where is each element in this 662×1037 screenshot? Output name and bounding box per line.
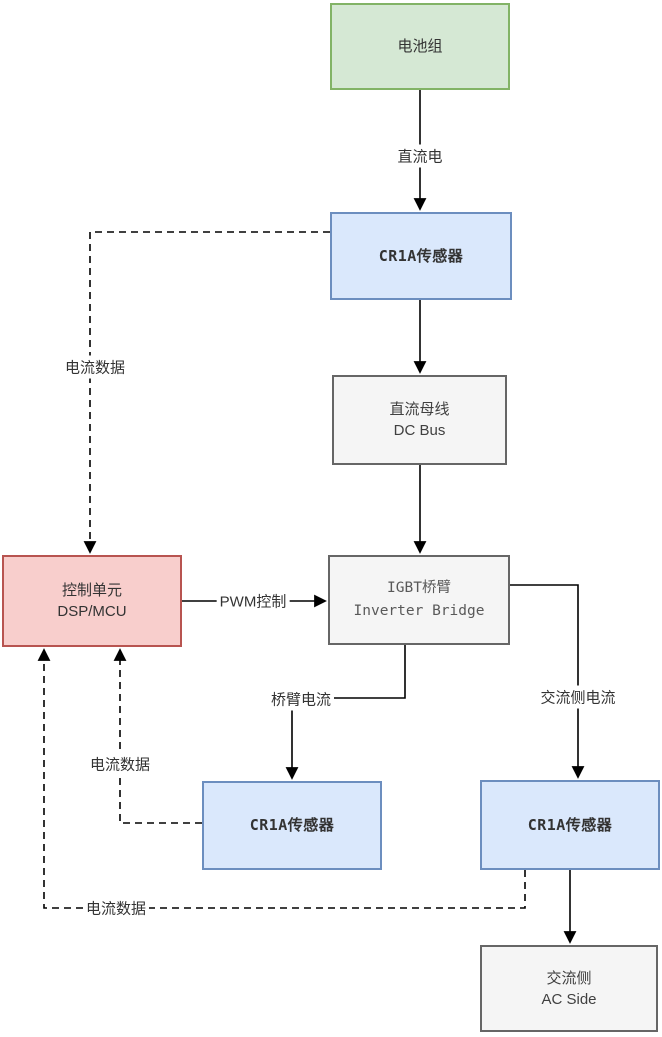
controller-label-cn: 控制单元 (61, 582, 122, 599)
dc-bus-label-cn: 直流母线 (389, 401, 450, 418)
edge-label-bridge-current: 桥臂电流 (267, 687, 335, 711)
sensor-dc-label: CR1A传感器 (378, 246, 464, 265)
edge-label-ac-side-current: 交流侧电流 (537, 685, 619, 709)
ac-side-label-cn: 交流侧 (546, 969, 592, 987)
edge-sensor-ac-data-to-controller (37, 648, 526, 909)
inverter-bridge-node: IGBT桥臂 Inverter Bridge (328, 555, 510, 645)
ac-side-label-en: AC Side (541, 990, 597, 1008)
battery-label: 电池组 (397, 38, 443, 55)
sensor-dc-node: CR1A传感器 (330, 212, 512, 300)
dc-bus-node: 直流母线 DC Bus (332, 375, 507, 465)
edge-sensor-dc-data-to-controller (83, 231, 330, 554)
dc-bus-label-en: DC Bus (393, 422, 446, 439)
ac-side-node: 交流侧 AC Side (480, 945, 658, 1032)
edge-sensor-bridge-data-to-controller (113, 648, 202, 824)
edge-label-dc-power: 直流电 (394, 144, 446, 168)
edge-inverter-to-sensor-bridge (285, 645, 406, 780)
sensor-bridge-label: CR1A传感器 (249, 816, 335, 834)
controller-node: 控制单元 DSP/MCU (2, 555, 182, 647)
inverter-label-cn: IGBT桥臂 (387, 580, 451, 596)
sensor-ac-label: CR1A传感器 (527, 815, 613, 834)
edge-label-current-data-dc: 电流数据 (61, 355, 129, 379)
sensor-bridge-node: CR1A传感器 (202, 781, 382, 870)
edge-label-current-data-bridge: 电流数据 (86, 752, 154, 776)
edge-label-current-data-ac: 电流数据 (82, 896, 150, 920)
controller-label-en: DSP/MCU (57, 603, 127, 620)
inverter-label-en: Inverter Bridge (353, 603, 485, 619)
edge-label-pwm-control: PWM控制 (216, 589, 290, 613)
sensor-ac-node: CR1A传感器 (480, 780, 660, 870)
battery-node: 电池组 (330, 3, 510, 90)
edge-inverter-to-sensor-ac (510, 584, 585, 779)
